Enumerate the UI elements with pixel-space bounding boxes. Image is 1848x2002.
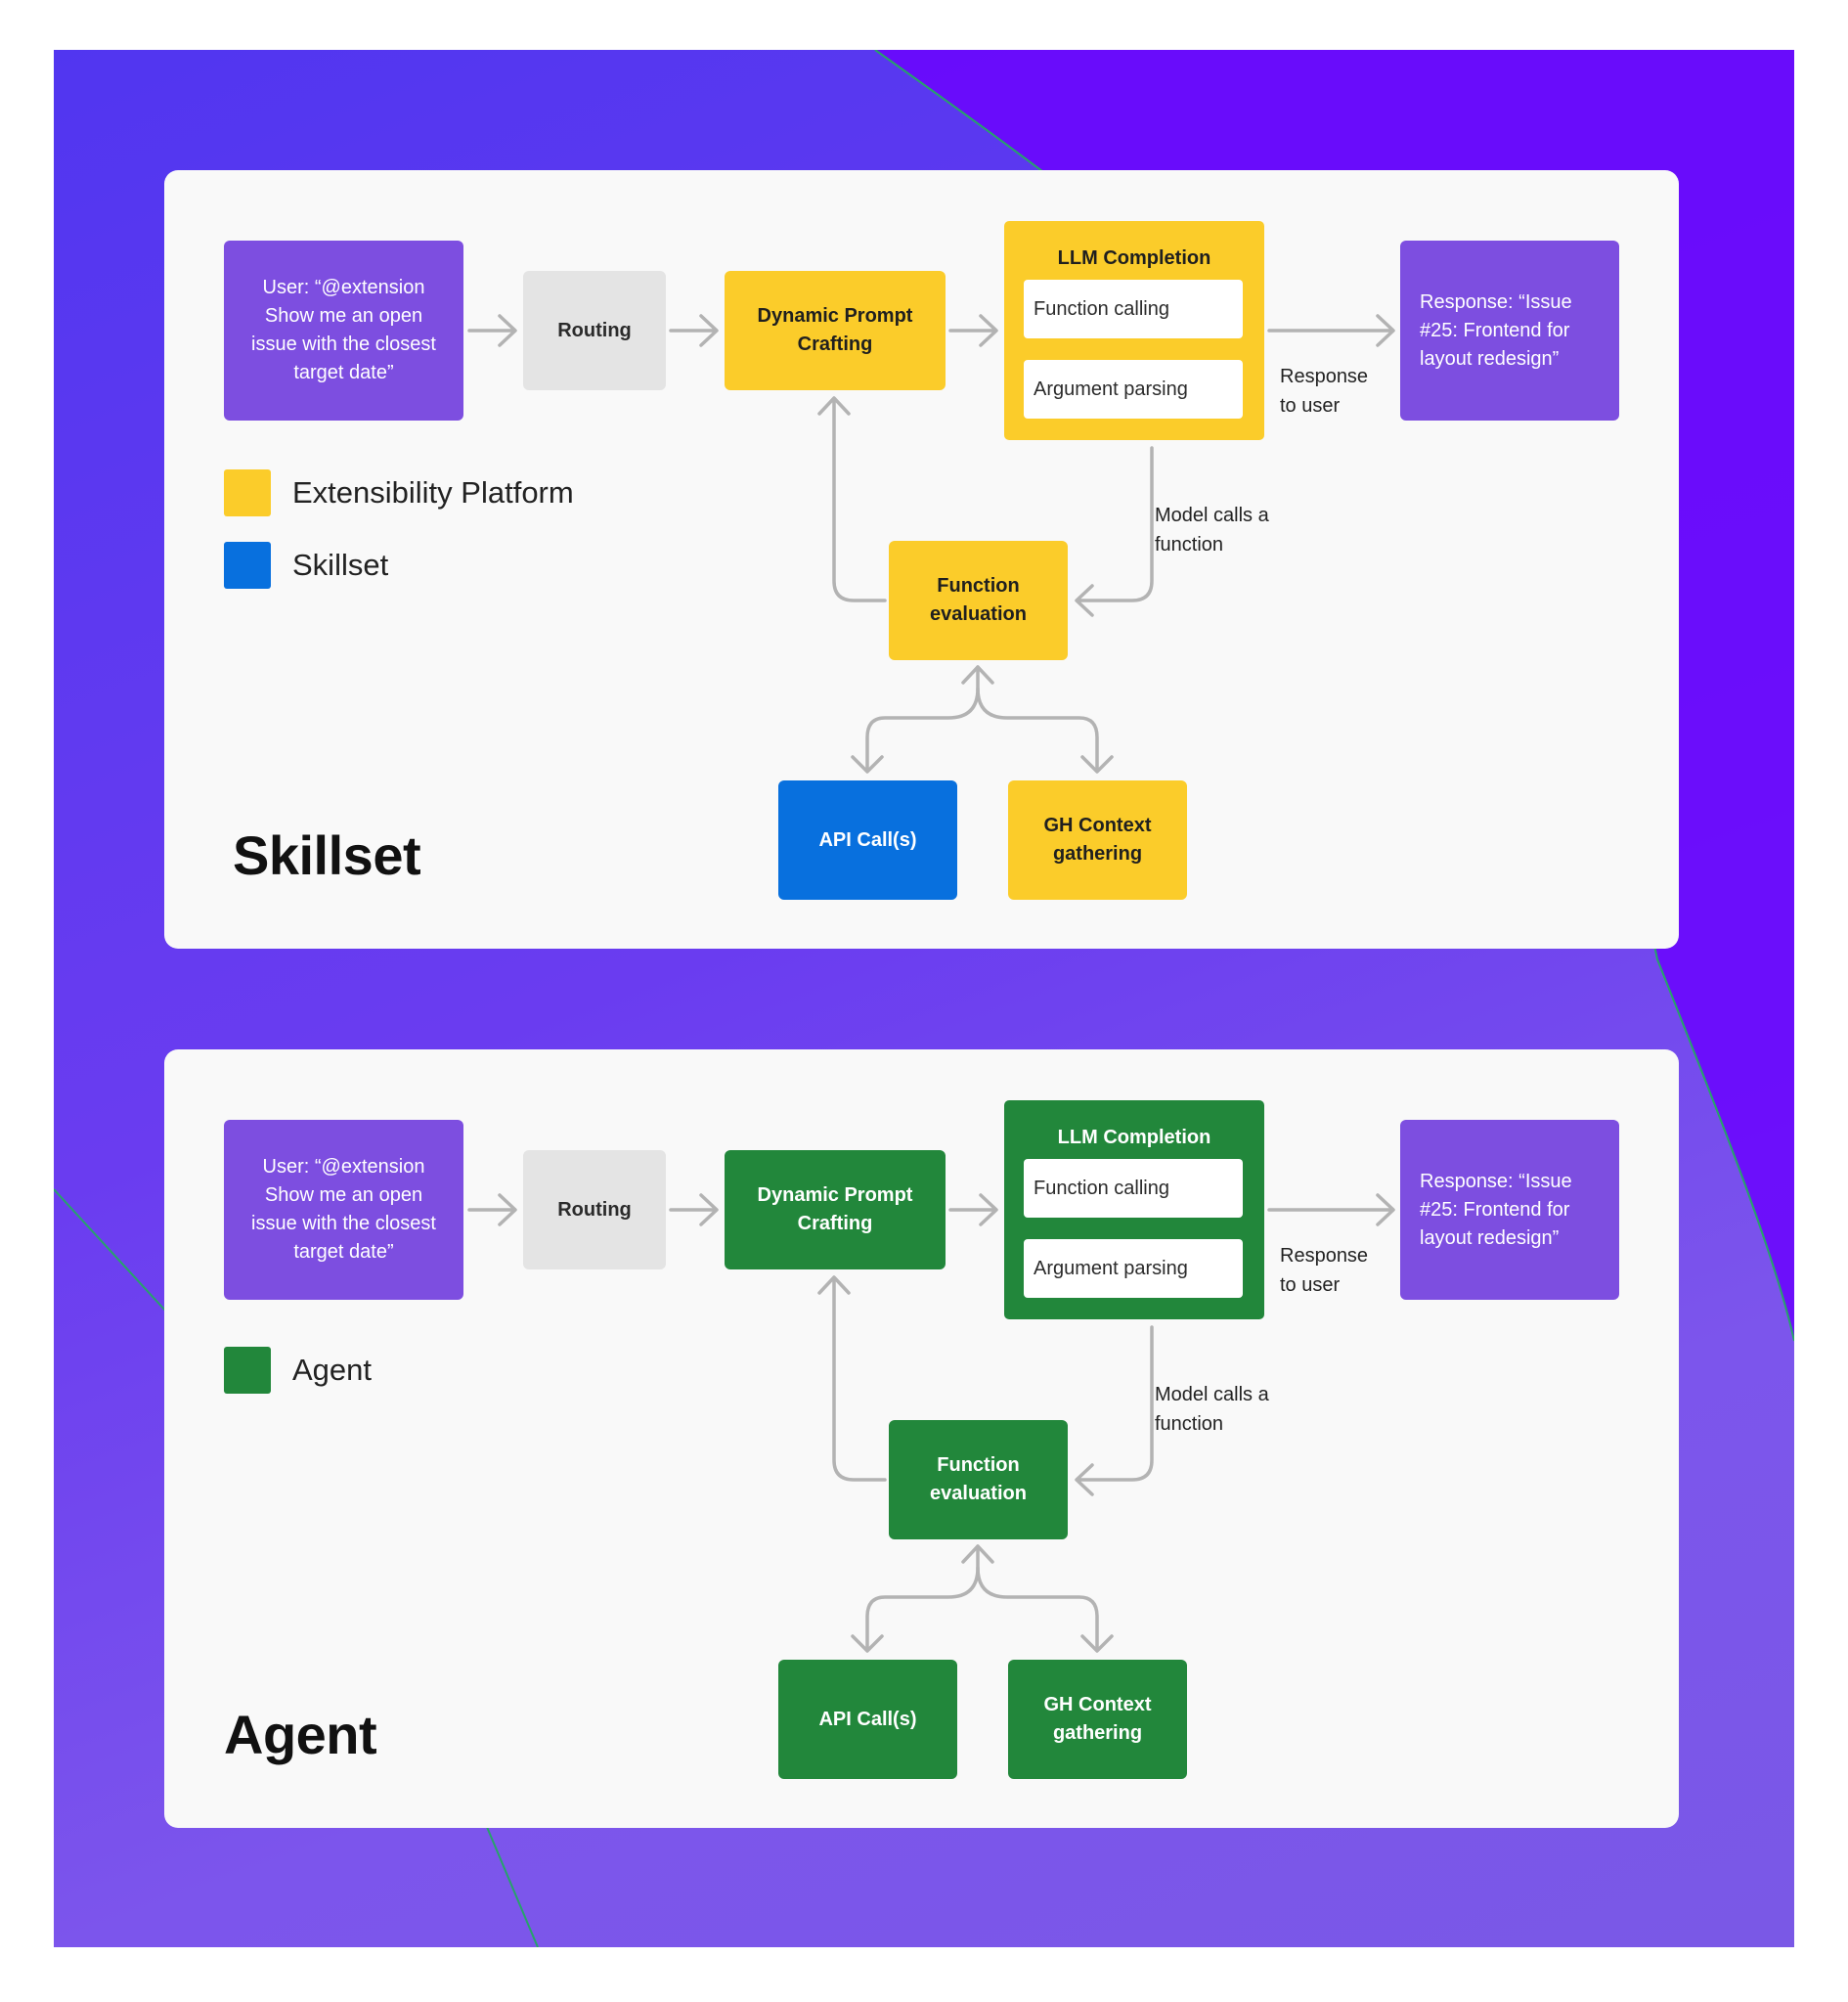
response-box: Response: “Issue #25: Frontend for layou… [1400,1120,1619,1300]
user-query-box: User: “@extension Show me an open issue … [224,1120,463,1300]
legend-label: Skillset [292,548,389,582]
argument-parsing-step: Argument parsing [1024,1239,1243,1298]
user-query-text: User: “@extension Show me an open issue … [251,277,436,383]
dynamic-prompt-crafting-box: Dynamic Prompt Crafting [725,1150,946,1269]
user-query-text: User: “@extension Show me an open issue … [251,1156,436,1263]
routing-box: Routing [523,1150,666,1269]
user-query-box: User: “@extension Show me an open issue … [224,241,463,421]
api-calls-label: API Call(s) [818,1708,917,1730]
gh-context-label: GH Context gathering [1043,815,1152,865]
llm-completion-box: LLM Completion Function calling Argument… [1004,1100,1264,1319]
function-calling-label: Function calling [1034,1177,1169,1199]
gh-context-label: GH Context gathering [1043,1694,1152,1744]
connector-arrows [467,314,1395,774]
agent-panel: User: “@extension Show me an open issue … [164,1049,1679,1828]
function-calling-label: Function calling [1034,297,1169,320]
function-evaluation-label: Function evaluation [930,575,1027,625]
api-calls-box: API Call(s) [778,780,957,900]
legend-swatch-blue [224,542,271,589]
argument-parsing-label: Argument parsing [1034,378,1188,400]
routing-label: Routing [557,1198,632,1221]
routing-box: Routing [523,271,666,390]
panel-title: Skillset [233,824,421,886]
llm-completion-title: LLM Completion [1057,1127,1211,1148]
argument-parsing-label: Argument parsing [1034,1257,1188,1279]
argument-parsing-step: Argument parsing [1024,360,1243,419]
dynamic-prompt-crafting-box: Dynamic Prompt Crafting [725,271,946,390]
api-calls-box: API Call(s) [778,1660,957,1779]
gh-context-box: GH Context gathering [1008,1660,1187,1779]
skillset-panel: User: “@extension Show me an open issue … [164,170,1679,949]
legend-label: Agent [292,1353,373,1387]
model-calls-label: Model calls a function [1155,1384,1269,1435]
llm-completion-box: LLM Completion Function calling Argument… [1004,221,1264,440]
api-calls-label: API Call(s) [818,828,917,851]
dynamic-prompt-crafting-label: Dynamic Prompt Crafting [757,1184,913,1234]
model-calls-label: Model calls a function [1155,505,1269,556]
llm-completion-title: LLM Completion [1057,247,1211,269]
legend-swatch-green [224,1347,271,1394]
legend-swatch-yellow [224,469,271,516]
response-text: Response: “Issue #25: Frontend for layou… [1420,290,1572,370]
function-calling-step: Function calling [1024,1159,1243,1218]
response-to-user-label: Response to user [1280,366,1369,417]
dynamic-prompt-crafting-label: Dynamic Prompt Crafting [757,305,913,355]
panel-title: Agent [224,1704,377,1765]
legend-skillset: Skillset [224,542,388,589]
gh-context-box: GH Context gathering [1008,780,1187,900]
legend-label: Extensibility Platform [292,475,574,510]
function-evaluation-box: Function evaluation [889,1420,1068,1539]
response-box: Response: “Issue #25: Frontend for layou… [1400,241,1619,421]
function-evaluation-box: Function evaluation [889,541,1068,660]
connector-arrows [467,1193,1395,1653]
function-calling-step: Function calling [1024,280,1243,338]
legend-agent: Agent [224,1347,372,1394]
response-to-user-label: Response to user [1280,1245,1369,1296]
response-text: Response: “Issue #25: Frontend for layou… [1420,1170,1572,1249]
routing-label: Routing [557,319,632,341]
function-evaluation-label: Function evaluation [930,1454,1027,1504]
legend-extensibility-platform: Extensibility Platform [224,469,574,516]
